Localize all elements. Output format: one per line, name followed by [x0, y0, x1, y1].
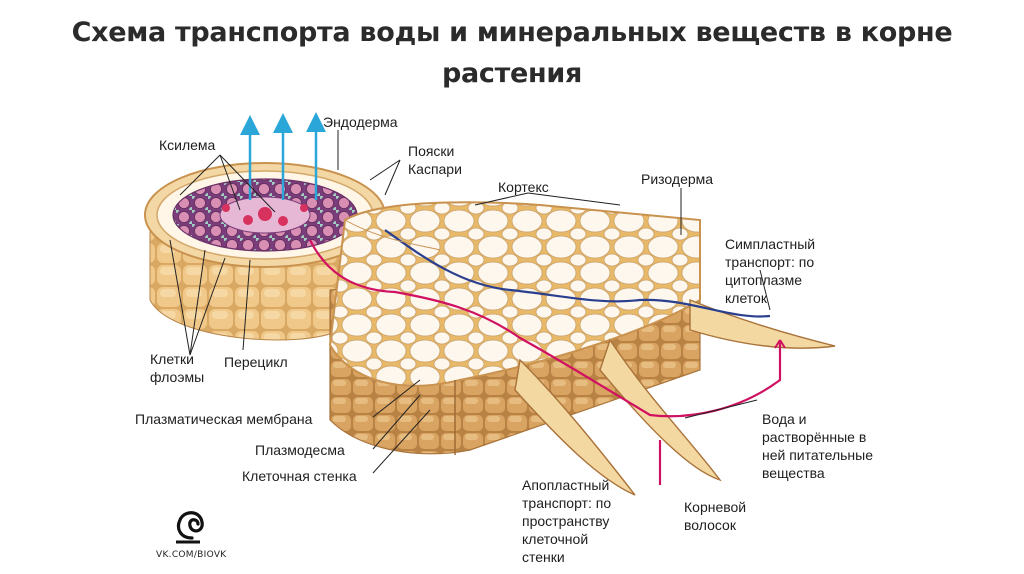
label-phloem-cells: Клетки флоэмы: [150, 350, 204, 386]
logo-caption: VK.COM/BIOVK: [156, 550, 227, 560]
label-rhizodermis: Ризодерма: [641, 170, 713, 188]
label-cell-wall: Клеточная стенка: [242, 467, 357, 485]
label-symplast-transport: Симпластный транспорт: по цитоплазме кле…: [725, 235, 815, 307]
label-plasma-membrane: Плазматическая мембрана: [135, 410, 312, 428]
label-endodermis: Эндодерма: [323, 113, 398, 131]
label-plasmodesma: Плазмодесма: [255, 441, 345, 459]
label-xylem: Ксилема: [159, 136, 215, 154]
label-water-and-nutrients: Вода и растворённые в ней питательные ве…: [762, 410, 873, 482]
label-root-hair: Корневой волосок: [684, 498, 746, 534]
label-cortex: Кортекс: [498, 178, 549, 196]
label-casparian-strips: Пояски Каспари: [408, 142, 462, 178]
spiral-logo-icon: [170, 498, 214, 546]
label-apoplast-transport: Апопластный транспорт: по пространству к…: [522, 476, 611, 566]
label-pericycle: Перецикл: [224, 353, 288, 371]
